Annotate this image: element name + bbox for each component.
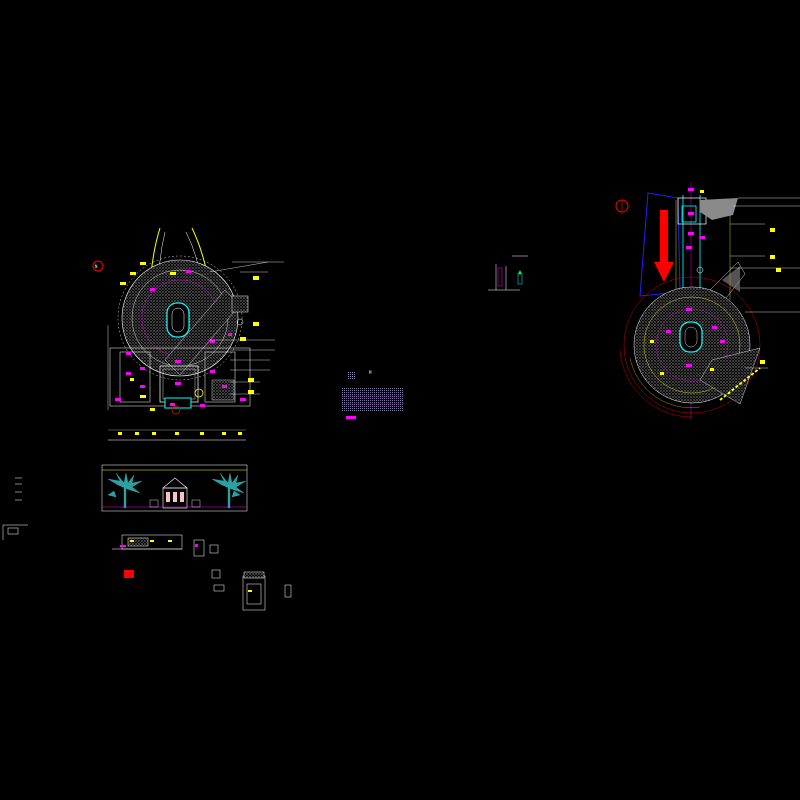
left-elevation bbox=[101, 464, 248, 512]
detail-yellow-marks bbox=[130, 540, 252, 592]
mid-label: M bbox=[369, 370, 372, 375]
left-site-plan: N bbox=[92, 227, 284, 441]
small-details bbox=[2, 477, 292, 611]
legend-red-mark bbox=[124, 570, 134, 578]
center-right-detail bbox=[488, 255, 528, 291]
svg-text:N: N bbox=[95, 264, 98, 269]
center-legend-table bbox=[342, 372, 404, 419]
right-site-plan bbox=[615, 182, 800, 420]
